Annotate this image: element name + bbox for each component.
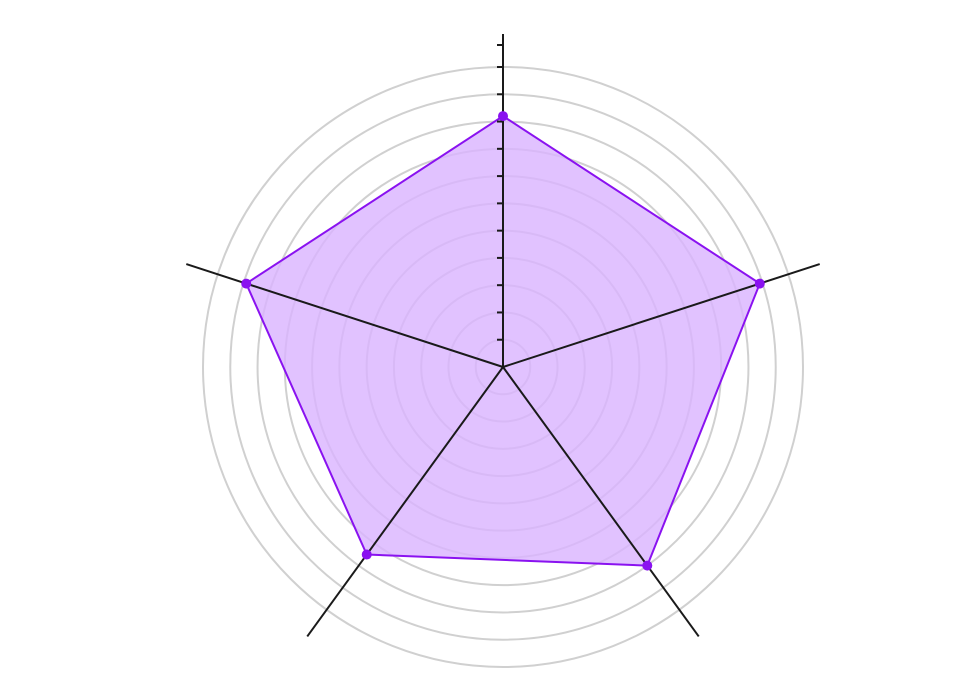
axis-spoke-5 bbox=[185, 263, 504, 368]
data-point-2 bbox=[754, 278, 765, 289]
axis-spoke-4 bbox=[306, 366, 504, 637]
data-point-5 bbox=[241, 278, 252, 289]
axis-spoke-3 bbox=[502, 366, 700, 637]
data-point-4 bbox=[361, 549, 372, 560]
axis-spoke-2 bbox=[502, 263, 821, 368]
data-point-3 bbox=[642, 560, 653, 571]
data-point-1 bbox=[498, 111, 508, 122]
